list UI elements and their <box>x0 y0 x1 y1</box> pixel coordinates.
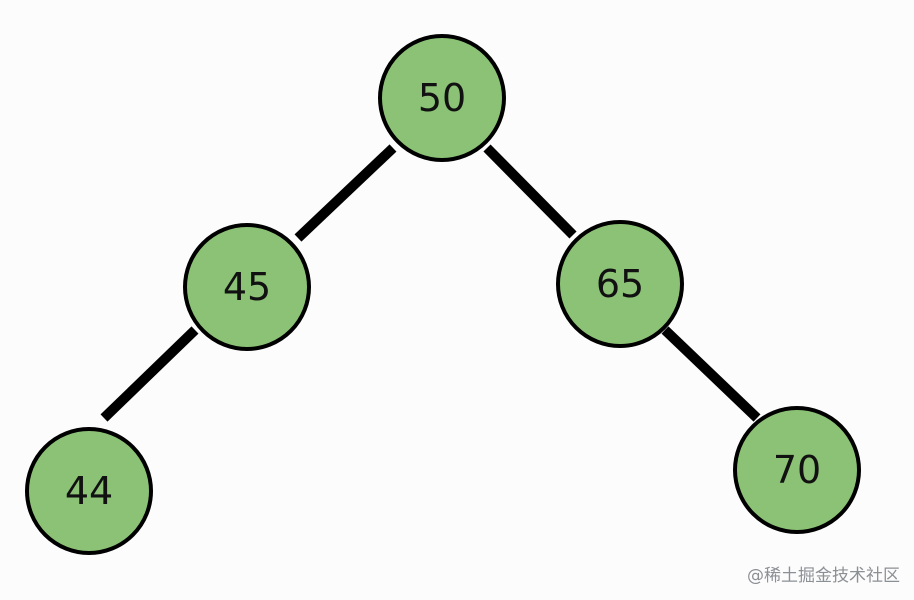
tree-node-45: 45 <box>183 223 311 351</box>
node-label: 65 <box>596 262 644 306</box>
node-label: 44 <box>65 469 113 513</box>
watermark: @稀土掘金技术社区 <box>747 566 900 586</box>
tree-node-70: 70 <box>733 406 861 534</box>
node-label: 70 <box>773 448 821 492</box>
tree-edges <box>100 144 761 422</box>
tree-nodes: 50 45 65 44 70 <box>25 34 861 555</box>
tree-node-50: 50 <box>378 34 506 162</box>
node-circle <box>556 220 684 348</box>
edge-65-70 <box>661 326 761 422</box>
node-circle <box>25 427 153 555</box>
node-circle <box>183 223 311 351</box>
tree-node-65: 65 <box>556 220 684 348</box>
edge-50-65 <box>483 144 577 239</box>
tree-node-44: 44 <box>25 427 153 555</box>
edge-50-45 <box>294 144 397 242</box>
node-circle <box>378 34 506 162</box>
node-label: 50 <box>418 76 466 120</box>
edge-45-44 <box>100 326 199 422</box>
node-circle <box>733 406 861 534</box>
node-label: 45 <box>223 265 271 309</box>
